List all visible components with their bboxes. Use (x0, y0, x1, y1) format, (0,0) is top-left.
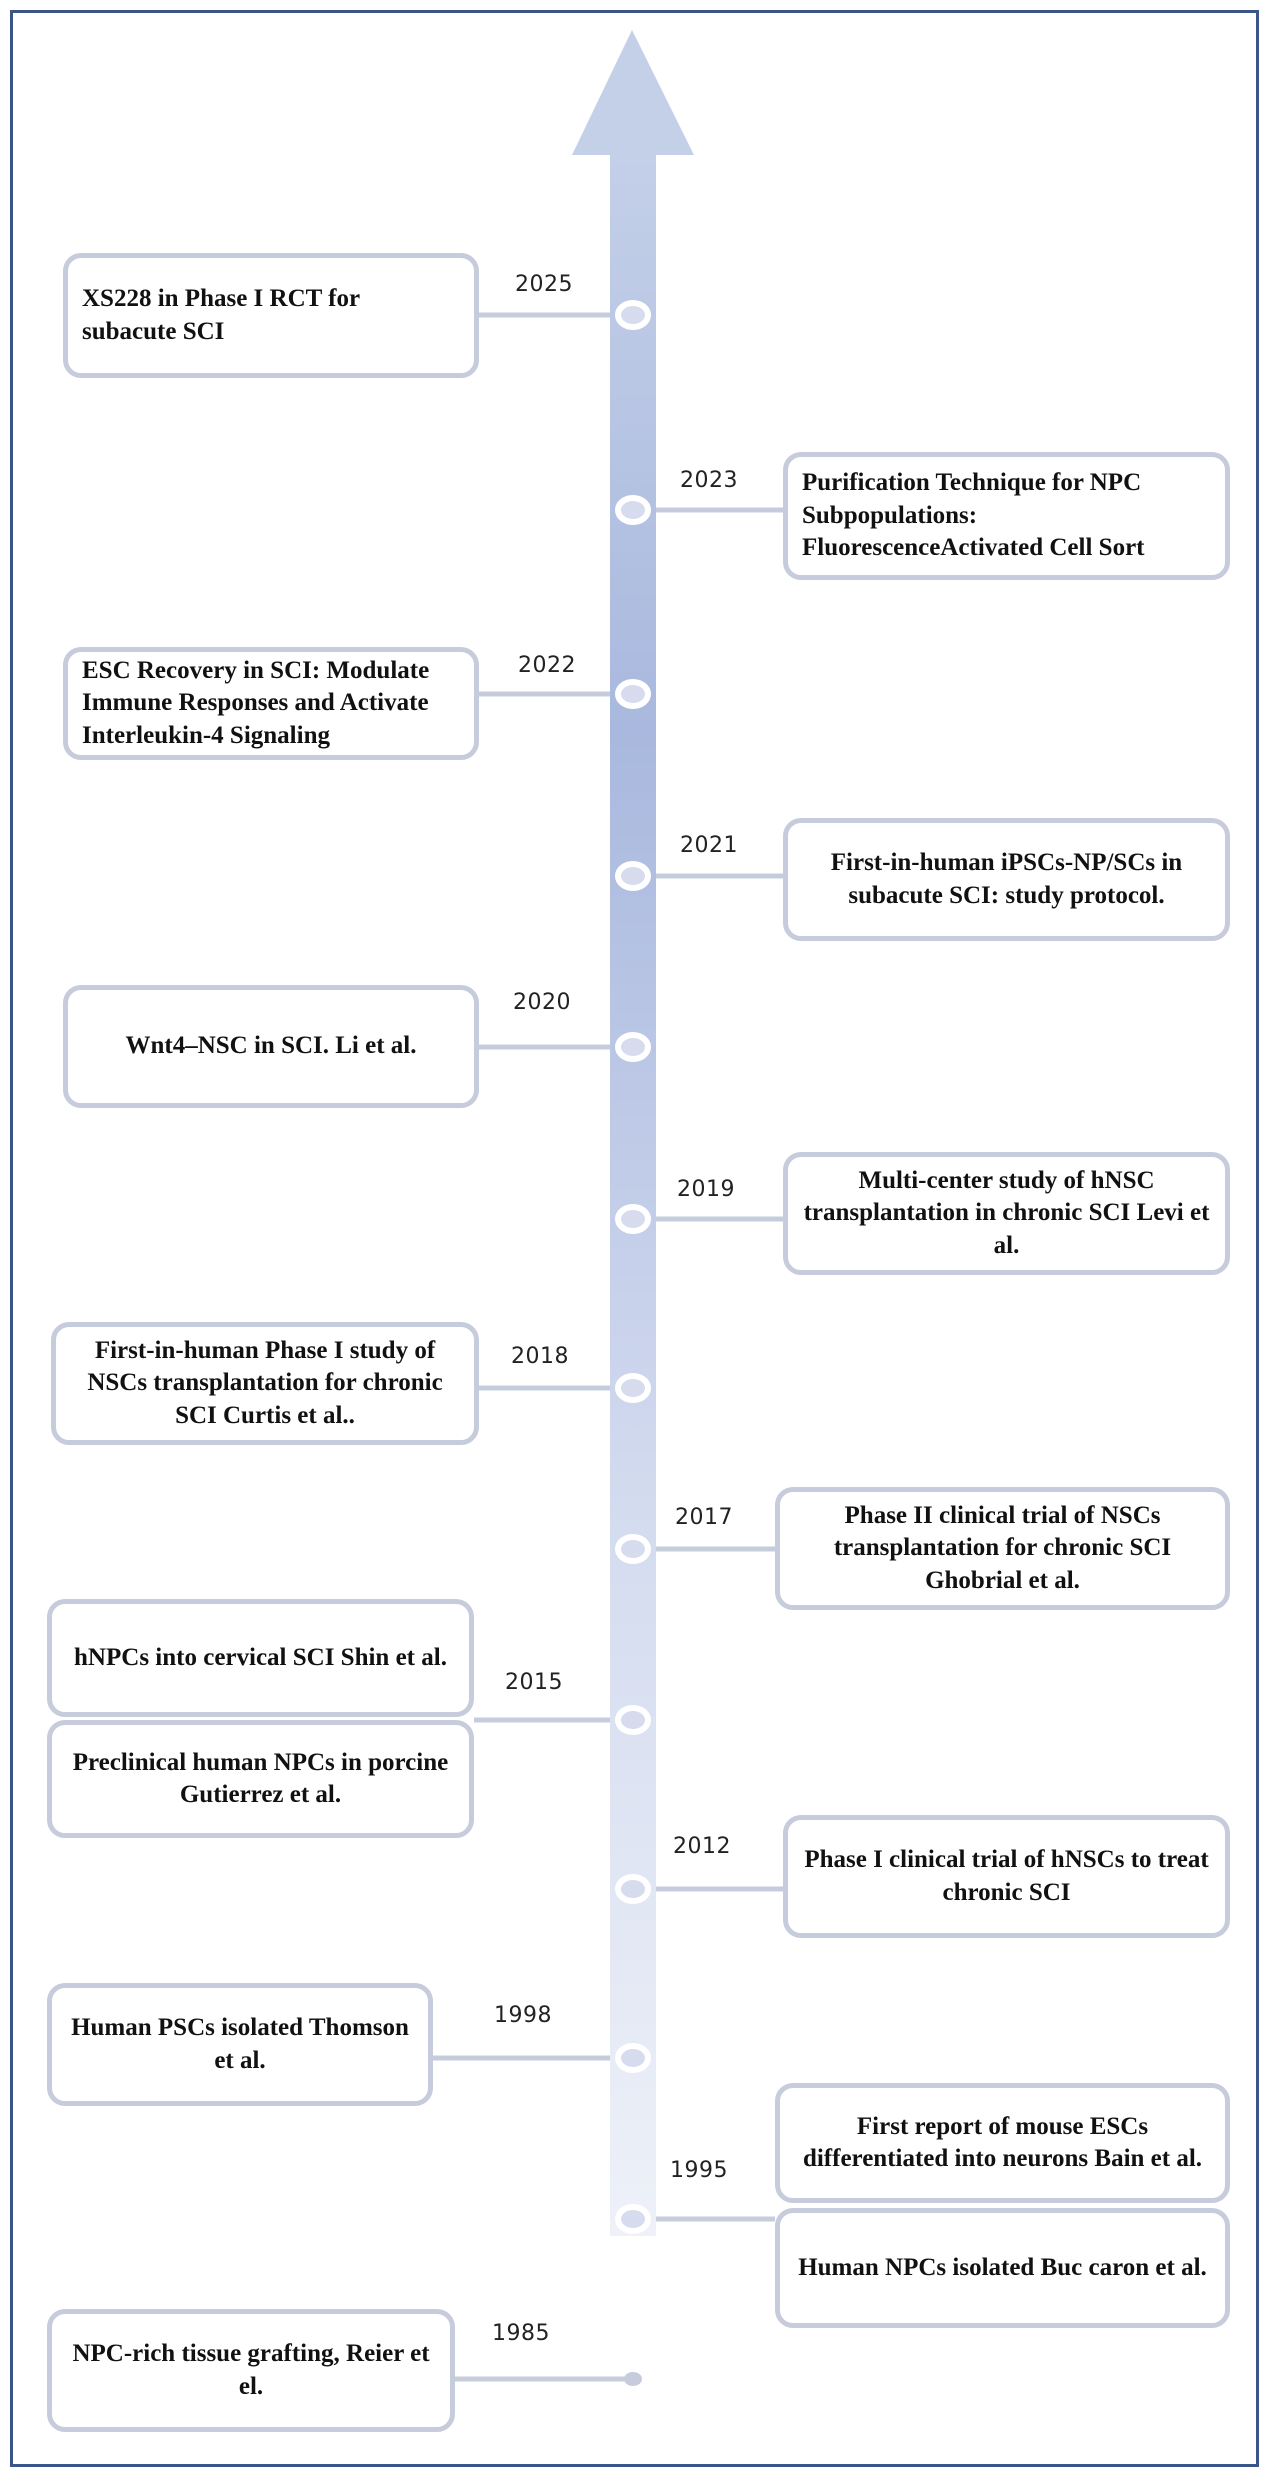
year-marker-1998 (615, 2043, 651, 2073)
event-box-2020: Wnt4–NSC in SCI. Li et al. (63, 985, 479, 1108)
figure-frame (10, 10, 1259, 2467)
year-label-2017: 2017 (675, 1505, 733, 1530)
year-marker-2021 (615, 861, 651, 891)
year-label-2015: 2015 (505, 1670, 563, 1695)
event-box-2012: Phase I clinical trial of hNSCs to treat… (783, 1815, 1230, 1938)
year-label-2022: 2022 (518, 653, 576, 678)
year-label-1998: 1998 (494, 2003, 552, 2028)
connector-lines (433, 312, 783, 2382)
year-marker-2019 (615, 1204, 651, 1234)
year-marker-2015 (615, 1705, 651, 1735)
event-box-2021: First-in-human iPSCs-NP/SCs in subacute … (783, 818, 1230, 941)
event-box-1995-a: First report of mouse ESCs differentiate… (775, 2083, 1230, 2203)
year-marker-1985 (624, 2372, 642, 2386)
year-label-2018: 2018 (511, 1344, 569, 1369)
year-label-2012: 2012 (673, 1834, 731, 1859)
year-label-2025: 2025 (515, 272, 573, 297)
event-box-2017: Phase II clinical trial of NSCs transpla… (775, 1487, 1230, 1610)
year-marker-2023 (615, 495, 651, 525)
year-label-2023: 2023 (680, 468, 738, 493)
event-box-1985: NPC-rich tissue grafting, Reier et el. (47, 2309, 455, 2432)
year-label-2020: 2020 (513, 990, 571, 1015)
event-box-1998: Human PSCs isolated Thomson et al. (47, 1983, 433, 2106)
year-label-1995: 1995 (670, 2158, 728, 2183)
event-box-2015-b: Preclinical human NPCs in porcine Gutier… (47, 1720, 474, 1838)
year-marker-2022 (615, 679, 651, 709)
year-marker-2020 (615, 1032, 651, 1062)
event-box-2022: ESC Recovery in SCI: Modulate Immune Res… (63, 647, 479, 760)
event-box-2015-a: hNPCs into cervical SCI Shin et al. (47, 1599, 474, 1717)
year-marker-1995 (615, 2204, 651, 2234)
event-box-1995-b: Human NPCs isolated Buc caron et al. (775, 2208, 1230, 2328)
year-markers (615, 300, 651, 2386)
event-box-2025: XS228 in Phase I RCT for subacute SCI (63, 253, 479, 378)
event-box-2018: First-in-human Phase I study of NSCs tra… (51, 1322, 479, 1445)
year-marker-2012 (615, 1874, 651, 1904)
timeline-arrow-head (572, 30, 694, 155)
timeline-arrow-shaft (610, 150, 656, 2236)
year-label-2019: 2019 (677, 1177, 735, 1202)
year-marker-2017 (615, 1534, 651, 1564)
event-box-2019: Multi-center study of hNSC transplantati… (783, 1152, 1230, 1275)
year-marker-2018 (615, 1373, 651, 1403)
year-label-1985: 1985 (492, 2321, 550, 2346)
year-label-2021: 2021 (680, 833, 738, 858)
year-marker-2025 (615, 300, 651, 330)
event-box-2023: Purification Technique for NPC Subpopula… (783, 452, 1230, 580)
